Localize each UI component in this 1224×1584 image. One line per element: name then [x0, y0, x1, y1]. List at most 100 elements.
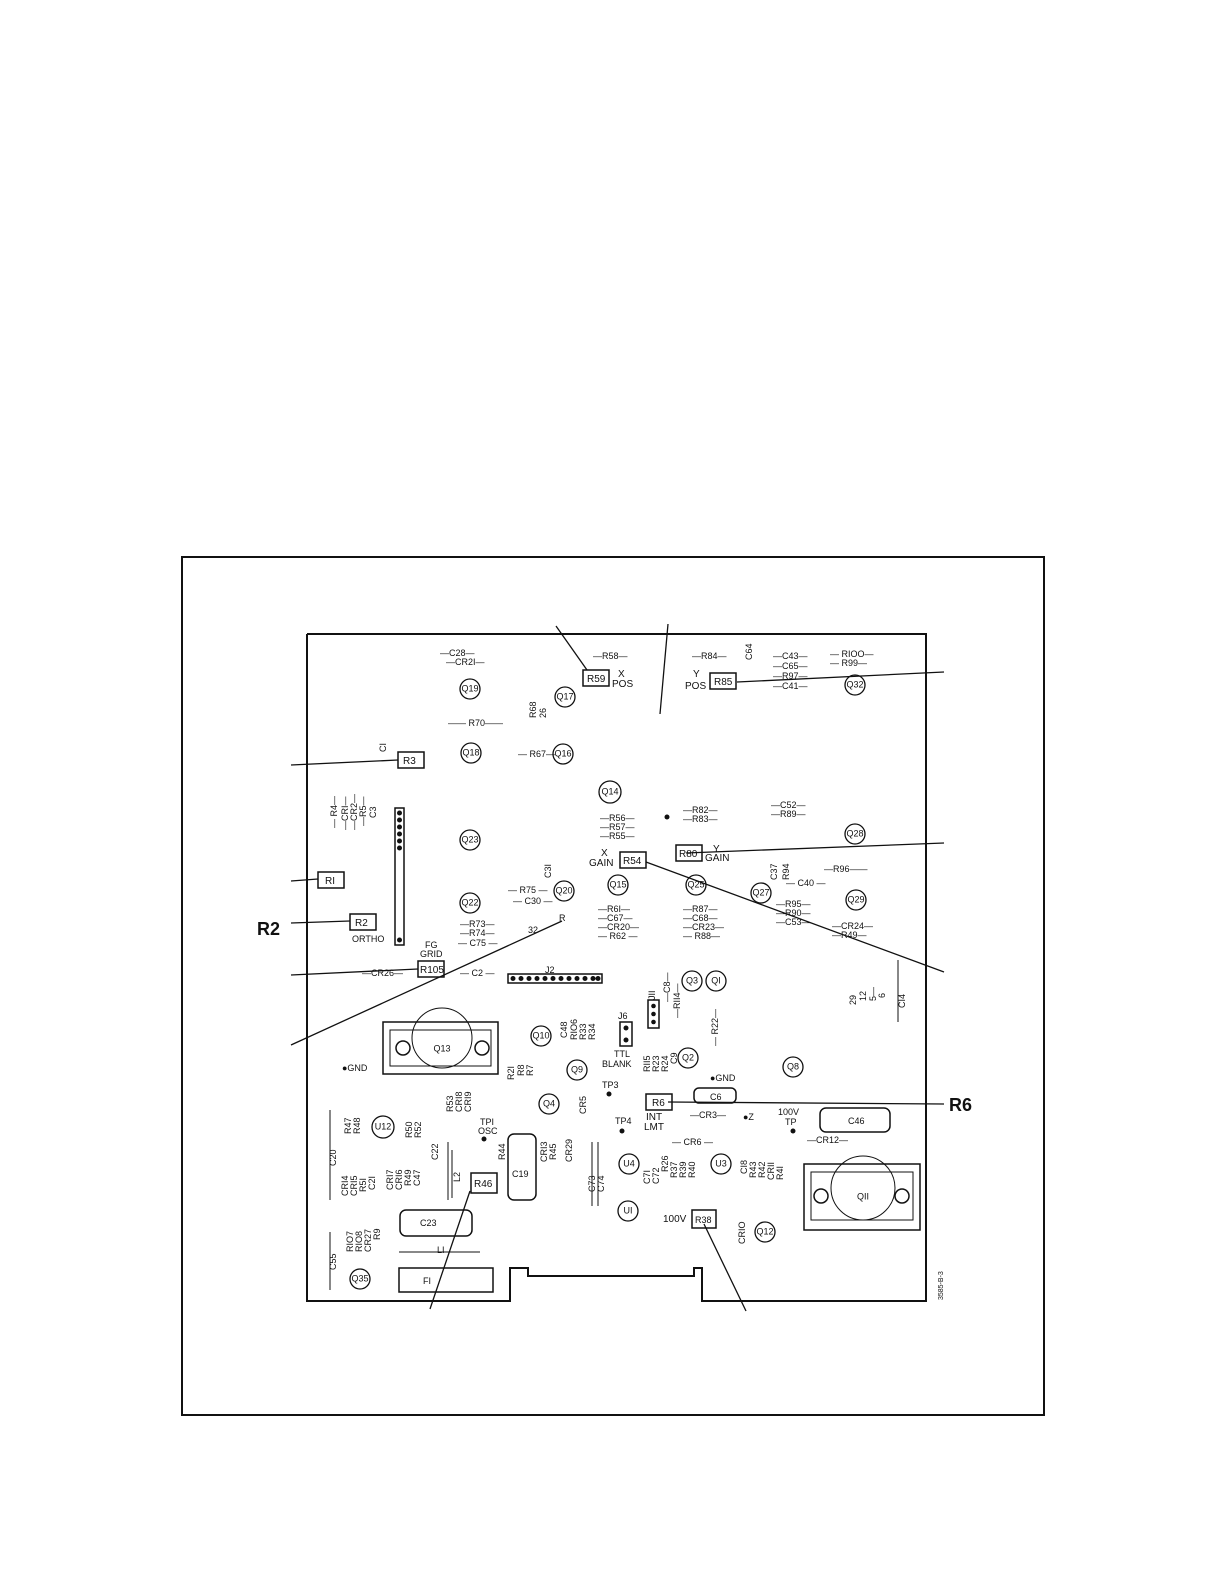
component-label: C7I [642, 1170, 652, 1184]
leader-lines [290, 623, 945, 1312]
transistor-label: Q18 [462, 747, 479, 757]
capacitor-c46 [819, 1107, 891, 1133]
r80-label: R80 [679, 849, 698, 860]
component-label: 29 [848, 995, 858, 1005]
component-label: —CR12— [807, 1135, 848, 1145]
component-label: C74 [596, 1175, 606, 1192]
component-label: — R99— [830, 658, 867, 668]
transistor-circles [349, 674, 867, 1290]
component-label: —R89— [771, 809, 806, 819]
component-label: J6 [618, 1011, 628, 1021]
component-label: TP [785, 1117, 797, 1127]
component-label: —R87— [683, 904, 718, 914]
component-label: —C65— [773, 661, 808, 671]
component-label: CRII [766, 1162, 776, 1180]
r105-label: R105 [420, 965, 444, 976]
component-label: —C8— [662, 972, 672, 1002]
component-label: —CR2— [349, 794, 359, 830]
component-label: R50 [404, 1121, 414, 1138]
component-label: —C43— [773, 651, 808, 661]
int-label: INT [646, 1112, 662, 1123]
component-tick-lines [329, 960, 899, 1290]
component-label: —C52— [771, 800, 806, 810]
component-label: CRI9 [463, 1091, 473, 1112]
component-label: —R95— [776, 899, 811, 909]
component-label: R49 [403, 1169, 413, 1186]
component-label: C23 [420, 1218, 437, 1228]
component-label: ●Z [743, 1112, 754, 1122]
capacitor-c23 [399, 1209, 473, 1237]
component-label: —CR24— [832, 921, 873, 931]
component-label: —C67— [598, 913, 633, 923]
component-label: R47 [343, 1117, 353, 1134]
component-label: 32 [528, 925, 538, 935]
component-label: —R74— [460, 928, 495, 938]
component-label: —CR26— [362, 968, 403, 978]
component-label: — R67— [518, 749, 555, 759]
r54-label: R54 [623, 856, 642, 867]
component-label: C37 [769, 863, 779, 880]
component-label: —— R70—— [448, 718, 503, 728]
component-label: ●GND [342, 1063, 368, 1073]
component-label: LI [437, 1245, 445, 1255]
jumper-j6 [619, 1021, 633, 1047]
vertical-connector [394, 807, 405, 946]
component-label: C46 [848, 1116, 865, 1126]
component-label: —R73— [460, 919, 495, 929]
r1-label: RI [325, 876, 335, 887]
transistor-label: Q32 [846, 679, 863, 689]
component-label: 26 [538, 708, 548, 718]
component-label: R52 [413, 1121, 423, 1138]
component-label: CRI3 [539, 1141, 549, 1162]
component-label: C3 [368, 806, 378, 818]
transistor-label: Q25 [687, 879, 704, 889]
transistor-label: Q8 [787, 1061, 799, 1071]
test-point-dots [481, 814, 796, 1142]
component-label: — RIOO— [830, 649, 874, 659]
transistor-label: Q23 [461, 834, 478, 844]
component-label: —R56— [600, 813, 635, 823]
component-label: TPI [480, 1117, 494, 1127]
component-label: R5I [358, 1178, 368, 1192]
connector-j2 [507, 973, 603, 984]
component-label: — R4— [329, 796, 339, 828]
component-label: CR29 [564, 1139, 574, 1162]
component-label: —C53— [776, 917, 811, 927]
x-gain-label: GAIN [589, 858, 613, 869]
component-label: R42 [757, 1161, 767, 1178]
component-label: — C2 — [460, 968, 495, 978]
component-label: C3I [543, 864, 553, 878]
heat-sink-q13 [382, 1007, 499, 1075]
component-label: —RII4— [672, 983, 682, 1018]
component-label: CRIO [737, 1222, 747, 1245]
component-label: R45 [548, 1143, 558, 1160]
capacitor-c19 [507, 1133, 537, 1201]
component-label: J2 [545, 965, 555, 975]
component-label: C6 [710, 1092, 722, 1102]
transistor-label: Q10 [532, 1030, 549, 1040]
component-label: R44 [497, 1143, 507, 1160]
component-label: CRI6 [394, 1169, 404, 1190]
ic-label: U3 [715, 1158, 727, 1168]
transistor-label: Q20 [555, 885, 572, 895]
y-pos-label: Y [693, 669, 700, 680]
component-label: R34 [587, 1023, 597, 1040]
component-label: R43 [748, 1161, 758, 1178]
component-label: R37 [669, 1161, 679, 1178]
r59-label: R59 [587, 674, 606, 685]
component-label: —R82— [683, 805, 718, 815]
component-label: —R90— [776, 908, 811, 918]
component-label: C72 [651, 1167, 661, 1184]
component-label: —C68— [683, 913, 718, 923]
component-label: — R75 — [508, 885, 548, 895]
component-label: L2 [452, 1172, 462, 1182]
component-label: R53 [445, 1095, 455, 1112]
component-label: R94 [781, 863, 791, 880]
component-label: — R22— [710, 1009, 720, 1046]
transistor-label: Q14 [601, 786, 618, 796]
component-label: 12 [858, 991, 868, 1001]
board-outline [306, 633, 927, 1302]
component-label: CRI8 [454, 1091, 464, 1112]
component-label: R23 [651, 1055, 661, 1072]
